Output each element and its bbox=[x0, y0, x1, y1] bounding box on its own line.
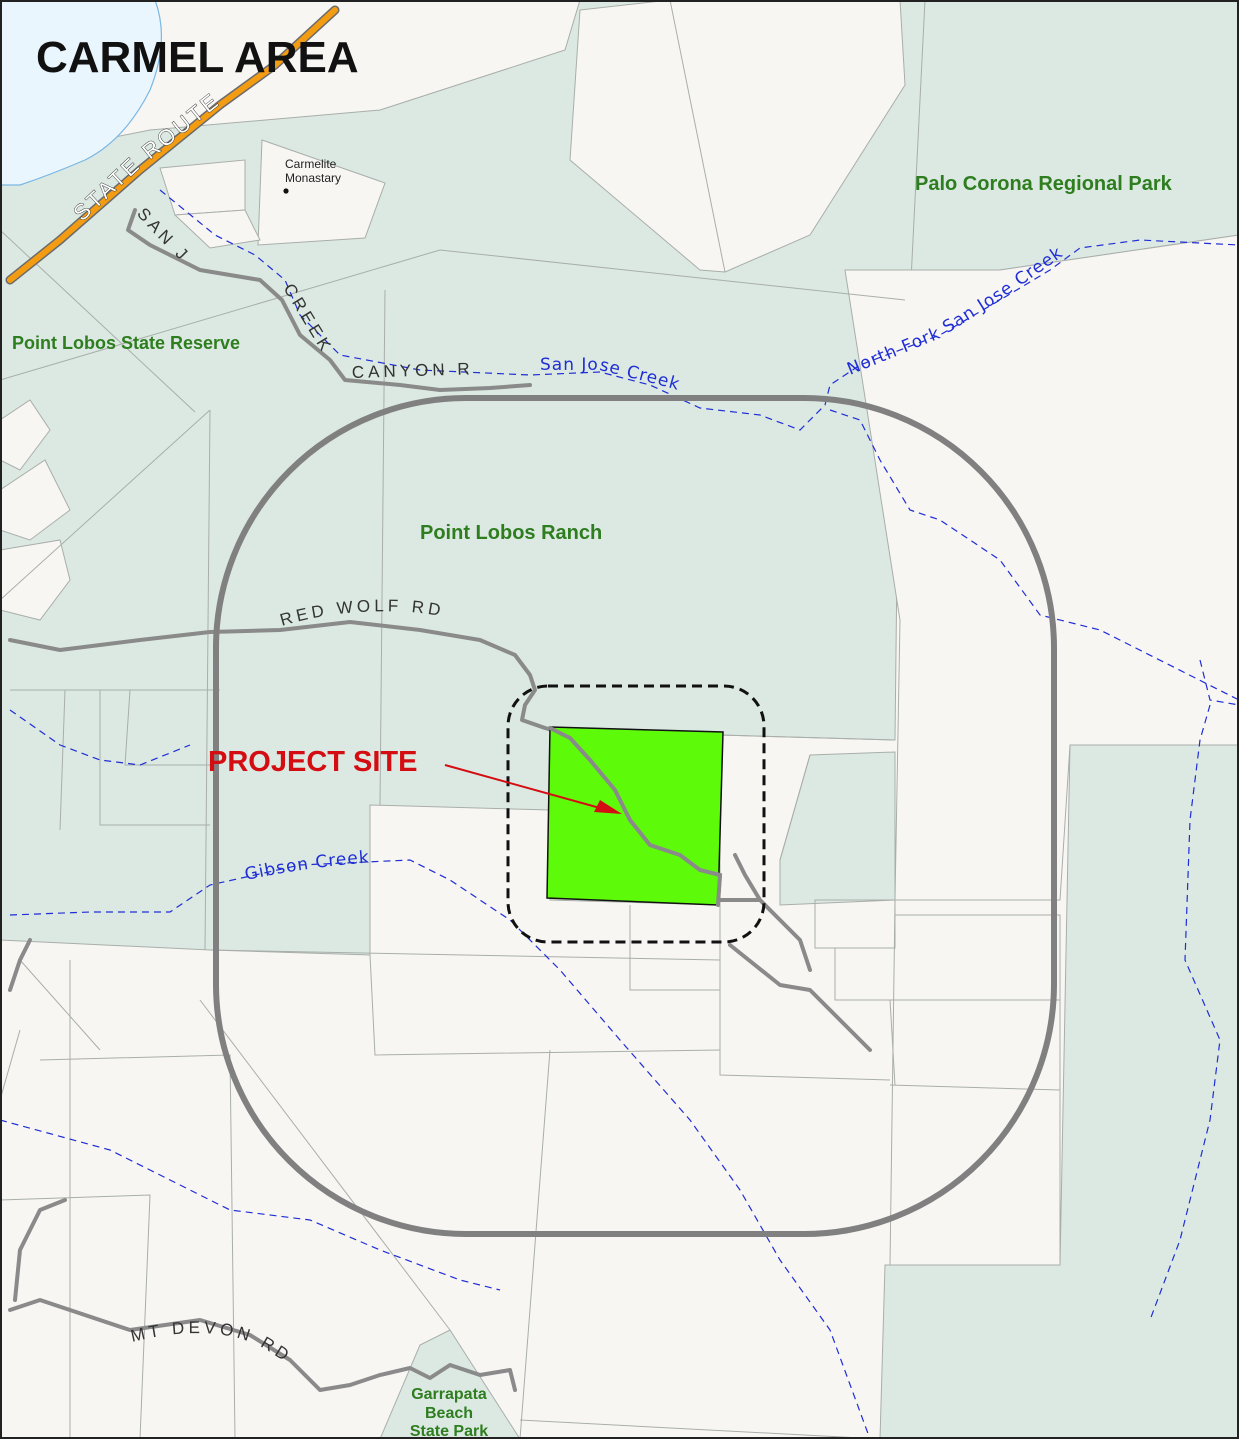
parcel-west-1 bbox=[0, 399, 51, 471]
parcel-west-2 bbox=[0, 459, 71, 541]
west-road-1 bbox=[8, 938, 32, 992]
west-creek-2 bbox=[0, 1119, 501, 1291]
mt-devon-road bbox=[8, 1298, 517, 1392]
point-lobos-reserve-label: Point Lobos State Reserve bbox=[12, 333, 240, 353]
buffer-ring bbox=[213, 395, 1057, 1237]
state-route bbox=[5, 5, 340, 285]
garrapata-label: Garrapata Beach State Park bbox=[410, 1386, 488, 1439]
monastary-dot bbox=[283, 188, 289, 194]
west-creek-1 bbox=[9, 709, 191, 766]
monastary-label-2: Monastary bbox=[285, 171, 341, 185]
parcel-monastery bbox=[257, 139, 386, 246]
west-road-2 bbox=[13, 1198, 67, 1302]
point-lobos-ranch-label: Point Lobos Ranch bbox=[420, 522, 602, 544]
lower-road bbox=[728, 943, 872, 1052]
san-jose-creek-line bbox=[159, 189, 1239, 431]
project-site-road bbox=[548, 726, 723, 907]
monastary-poi: Carmelite Monastary bbox=[283, 157, 341, 194]
garrapata-line-1: Garrapata bbox=[411, 1386, 487, 1403]
parcel-nw1 bbox=[159, 159, 246, 216]
san-jose-creek-canyon-road bbox=[126, 208, 532, 392]
monastary-label-1: Carmelite bbox=[285, 157, 337, 171]
parcel-lines bbox=[0, 0, 1061, 1439]
project-site-label: PROJECT SITE bbox=[208, 746, 418, 778]
carmel-bay-water bbox=[0, 0, 162, 186]
branch-3 bbox=[1149, 704, 1221, 1321]
map-title: CARMEL AREA bbox=[36, 33, 359, 82]
project-buffer bbox=[506, 684, 766, 944]
garrapata-line-2: Beach bbox=[425, 1405, 473, 1422]
parcel-north bbox=[569, 0, 906, 273]
spur-road bbox=[733, 853, 762, 902]
project-site-arrow bbox=[444, 764, 622, 814]
palo-corona-label: Palo Corona Regional Park bbox=[915, 173, 1173, 195]
parcel-nw2 bbox=[173, 209, 261, 249]
garrapata-line-3: State Park bbox=[410, 1423, 488, 1439]
branch-2 bbox=[1199, 659, 1239, 706]
parcel-west-3 bbox=[0, 539, 71, 621]
project-site-parcel bbox=[546, 726, 724, 906]
